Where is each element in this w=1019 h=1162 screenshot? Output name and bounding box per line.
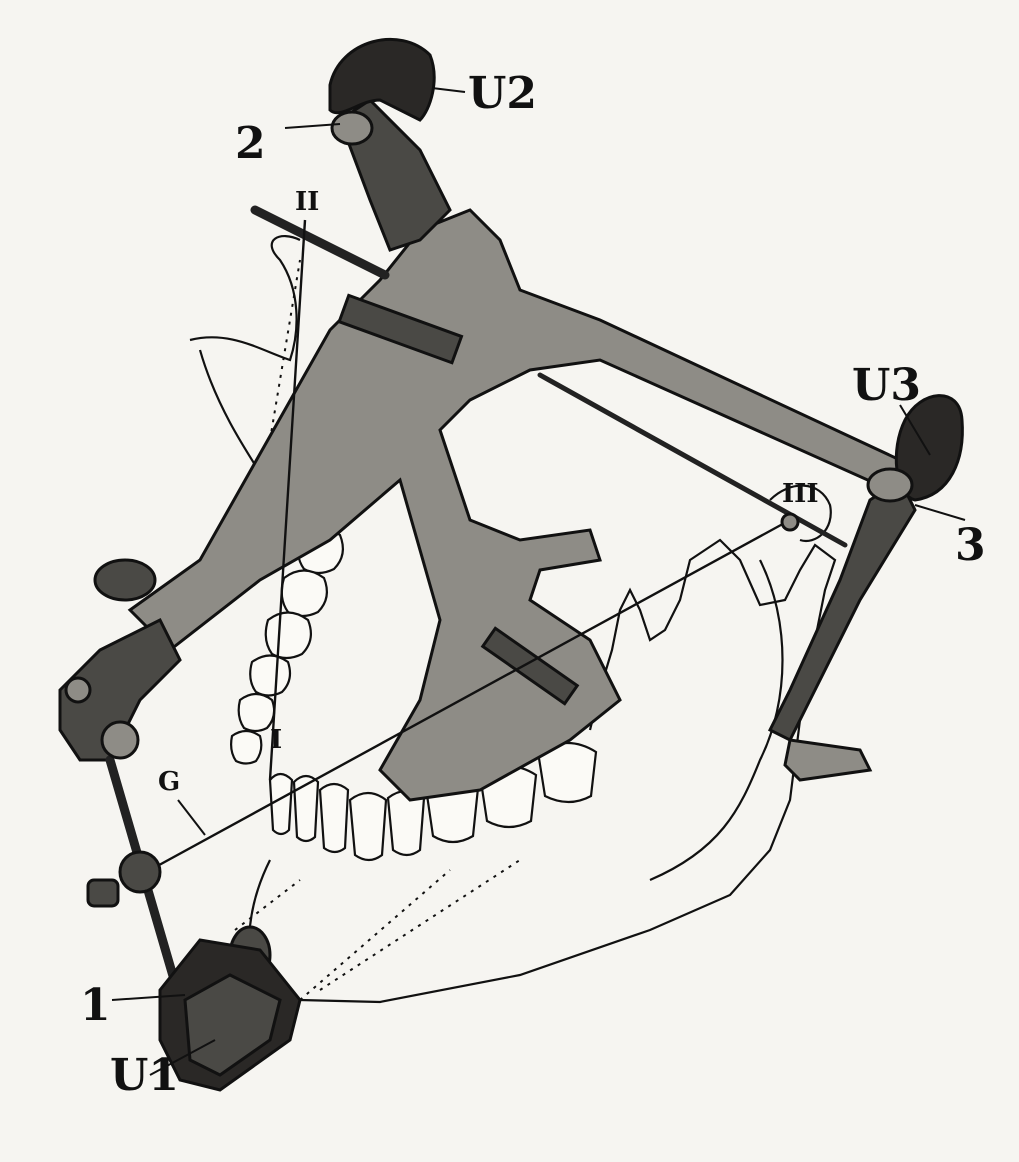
ramus-inner-outline [649, 559, 784, 882]
left-clamp [58, 617, 182, 762]
tooth [268, 772, 294, 836]
symphysis-dotted [269, 259, 301, 441]
articulator-frame [58, 98, 917, 802]
tooth [264, 611, 313, 660]
pin-iii [780, 512, 800, 532]
tooth [230, 729, 263, 765]
label-u3: U3 [852, 360, 921, 411]
wire-ii [268, 219, 307, 781]
leader-u3 [899, 404, 931, 456]
leader-u1 [149, 1039, 216, 1076]
guide-wire-g [149, 518, 791, 872]
tooth [386, 789, 426, 857]
tooth [348, 791, 388, 862]
tooth [280, 569, 329, 618]
main-frame-body [127, 208, 902, 802]
pad-u2 [328, 38, 436, 122]
label-roman-ii: II [295, 187, 319, 217]
chin-dotted-1 [299, 869, 451, 1001]
thumb-ring [93, 558, 157, 602]
pivot-screw [64, 676, 92, 704]
labels: U2 2 II U3 III 3 I G 1 U1 [80, 68, 986, 1101]
label-u1: U1 [110, 1050, 179, 1101]
label-1: 1 [80, 980, 111, 1031]
crossbar-lower [480, 626, 580, 706]
pads [158, 38, 964, 1092]
label-u2: U2 [468, 68, 537, 119]
pad-u3-socket [866, 467, 914, 503]
label-g: G [158, 767, 180, 797]
rod-ii [250, 205, 390, 280]
condyle-outline [769, 484, 832, 543]
label-roman-iii: III [782, 479, 819, 509]
pad-u1-face [183, 973, 282, 1077]
leader-lines [111, 87, 966, 1076]
leader-1 [111, 994, 186, 1001]
lower-teeth [268, 742, 598, 862]
set-screw [86, 878, 120, 908]
chin-dotted-3 [234, 879, 301, 931]
leader-2 [284, 123, 341, 129]
tooth [292, 774, 320, 843]
mandible-outline [299, 538, 837, 1004]
tooth [237, 692, 276, 733]
coronoid-outline [189, 235, 301, 362]
crossbar-upper [337, 293, 464, 365]
screw-head [100, 720, 140, 760]
label-3: 3 [955, 520, 986, 571]
slider-collar [118, 850, 162, 894]
pad-u2-socket [330, 110, 374, 146]
right-foot [783, 738, 873, 782]
leader-g [177, 799, 206, 836]
chin-dotted-2 [319, 859, 521, 991]
tooth [318, 782, 350, 854]
tooth [249, 654, 292, 697]
label-2: 2 [235, 118, 266, 169]
leader-3 [914, 504, 966, 521]
leader-u2 [431, 87, 466, 93]
label-roman-i: I [270, 725, 282, 755]
